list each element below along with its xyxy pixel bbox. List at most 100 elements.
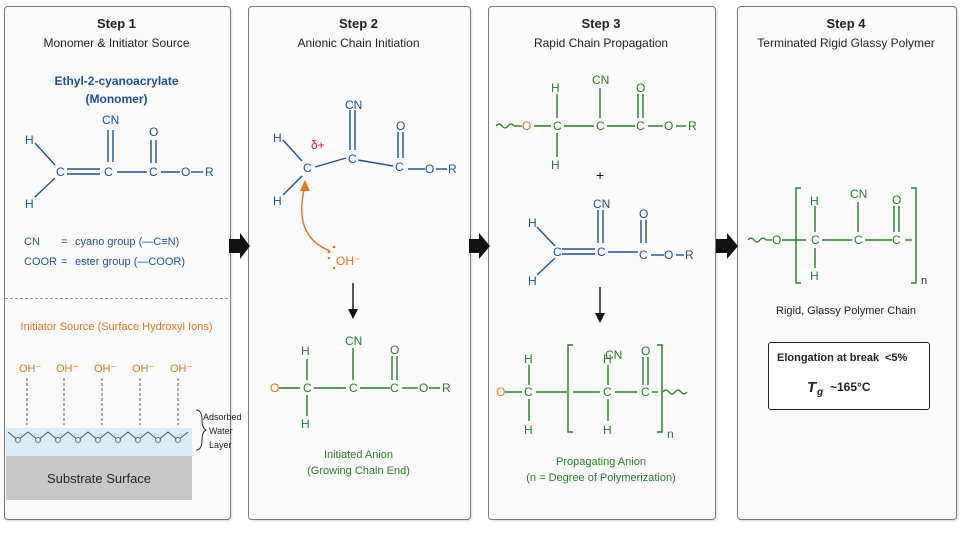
propagating-anion-caption: Propagating Anion bbox=[556, 456, 646, 468]
atom-h: H bbox=[524, 352, 533, 366]
atom-c: C bbox=[524, 385, 533, 399]
atom-r: R bbox=[442, 381, 451, 395]
elongation-label: Elongation at break bbox=[777, 352, 880, 364]
atom-h: H bbox=[551, 81, 560, 95]
atom-o: O bbox=[181, 165, 190, 179]
atom-c: C bbox=[390, 381, 399, 395]
atom-o: O bbox=[636, 81, 645, 95]
substrate-label: Substrate Surface bbox=[46, 471, 152, 486]
atom-r: R bbox=[205, 165, 214, 179]
legend-desc-coor: ester group (—COOR) bbox=[75, 256, 186, 268]
step4-number: Step 4 bbox=[826, 16, 866, 31]
initiator-title: Initiator Source (Surface Hydroxyl Ions) bbox=[20, 321, 213, 333]
elongation-value: <5% bbox=[885, 352, 908, 364]
atom-c: C bbox=[553, 245, 562, 259]
atom-c: C bbox=[104, 165, 113, 179]
growing-chain-caption: (Growing Chain End) bbox=[307, 465, 410, 477]
atom-h: H bbox=[273, 194, 282, 208]
atom-o: O bbox=[664, 248, 673, 262]
atom-o: O bbox=[772, 233, 781, 247]
atom-c: C bbox=[303, 381, 312, 395]
atom-h: H bbox=[301, 417, 310, 431]
step4-title: Terminated Rigid Glassy Polymer bbox=[757, 36, 935, 50]
atom-c: C bbox=[639, 248, 648, 262]
polymer-chain-label: Rigid, Glassy Polymer Chain bbox=[776, 305, 916, 317]
legend-desc-cn: cyano group (—C≡N) bbox=[75, 236, 180, 248]
step1-number: Step 1 bbox=[96, 16, 136, 31]
monomer-tag: (Monomer) bbox=[85, 92, 148, 106]
step3-number: Step 3 bbox=[581, 16, 621, 31]
atom-c: C bbox=[56, 165, 65, 179]
atom-cn: CN bbox=[345, 334, 362, 348]
partial-positive-charge: δ+ bbox=[311, 138, 325, 152]
atom-c: C bbox=[348, 152, 357, 166]
attack-arrow bbox=[301, 185, 331, 252]
initiated-anion-caption: Initiated Anion bbox=[323, 449, 394, 461]
water-label: Water bbox=[209, 426, 233, 436]
atom-h: H bbox=[524, 423, 533, 437]
step-arrow-2-3 bbox=[469, 233, 490, 259]
hydroxyl-ion: OH⁻ bbox=[19, 363, 42, 375]
atom-h: H bbox=[301, 344, 310, 358]
adsorbed-label: Adsorbed bbox=[203, 412, 242, 422]
atom-o: O bbox=[396, 119, 405, 133]
hydroxyl-end-group: O bbox=[270, 381, 279, 395]
layer-label: Layer bbox=[209, 440, 232, 450]
atom-o: O bbox=[892, 193, 901, 207]
atom-c: C bbox=[553, 119, 562, 133]
atom-h: H bbox=[810, 194, 819, 208]
properties-box bbox=[768, 342, 930, 410]
hydroxyl-ion: OH⁻ bbox=[94, 363, 117, 375]
atom-r: R bbox=[688, 119, 697, 133]
atom-h: H bbox=[273, 131, 282, 145]
atom-cn: CN bbox=[593, 197, 610, 211]
atom-r: R bbox=[448, 162, 457, 176]
atom-o: O bbox=[149, 125, 158, 139]
atom-c: C bbox=[892, 233, 901, 247]
step-arrow-3-4 bbox=[716, 233, 738, 259]
atom-r: R bbox=[685, 248, 694, 262]
atom-h: H bbox=[25, 133, 34, 147]
atom-cn: CN bbox=[592, 73, 609, 87]
legend-abbr-cn: CN bbox=[24, 236, 40, 248]
atom-h: H bbox=[528, 274, 537, 288]
hydroxide-nucleophile: OH⁻ bbox=[336, 254, 360, 268]
step3-panel bbox=[488, 6, 716, 520]
degree-caption: (n = Degree of Polymerization) bbox=[526, 472, 676, 484]
step1-title: Monomer & Initiator Source bbox=[43, 36, 190, 50]
substrate-block bbox=[6, 456, 192, 500]
repeat-subscript: n bbox=[667, 427, 674, 441]
legend-abbr-coor: COOR bbox=[24, 256, 57, 268]
atom-o: O bbox=[641, 344, 650, 358]
atom-c: C bbox=[597, 245, 606, 259]
section-divider bbox=[5, 298, 228, 299]
atom-cn: CN bbox=[605, 348, 622, 362]
hydroxyl-end-group: O bbox=[496, 385, 505, 399]
atom-h: H bbox=[603, 352, 612, 366]
atom-c: C bbox=[636, 119, 645, 133]
atom-c: C bbox=[854, 233, 863, 247]
atom-h: H bbox=[528, 216, 537, 230]
step2-number: Step 2 bbox=[338, 16, 378, 31]
step4-panel bbox=[737, 6, 957, 520]
plus-sign: + bbox=[596, 167, 604, 183]
atom-c: C bbox=[811, 233, 820, 247]
hydroxyl-ion: OH⁻ bbox=[132, 363, 155, 375]
atom-c: C bbox=[596, 119, 605, 133]
hydroxyl-end-group: O bbox=[522, 119, 531, 133]
atom-o: O bbox=[425, 162, 434, 176]
tg-subscript: g bbox=[817, 387, 824, 398]
atom-o: O bbox=[639, 207, 648, 221]
tg-symbol: T bbox=[807, 379, 817, 396]
legend-eq-cn: = bbox=[61, 236, 68, 248]
atom-o: O bbox=[390, 343, 399, 357]
atom-c: C bbox=[303, 161, 312, 175]
atom-c: C bbox=[395, 160, 404, 174]
